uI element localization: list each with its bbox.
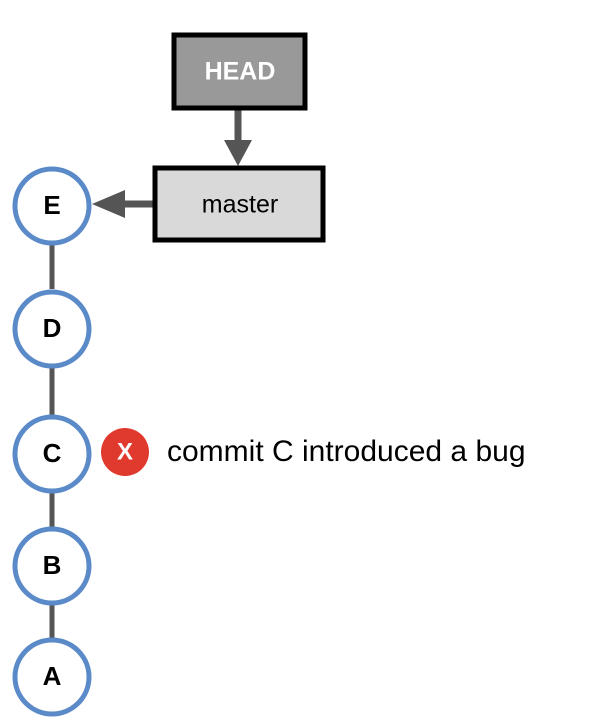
commit-node-e[interactable]: E [12, 166, 92, 246]
head-label: HEAD [205, 58, 276, 86]
head-box [171, 32, 308, 111]
commit-node-a[interactable]: A [12, 637, 92, 717]
x-icon: X [117, 438, 133, 465]
commit-circle [12, 166, 92, 246]
commit-circle [12, 637, 92, 717]
master-to-commit-arrowhead [92, 190, 125, 218]
head-to-master-arrowhead [224, 140, 252, 166]
branch-label: master [202, 191, 278, 219]
head-ref: HEAD [171, 32, 308, 111]
commit-node-d[interactable]: D [12, 289, 92, 369]
commit-label: B [43, 550, 62, 580]
commit-label: A [43, 661, 62, 691]
commit-label: C [43, 438, 62, 468]
bug-annotation: commit C introduced a bug [167, 435, 526, 468]
bug-marker: X [101, 428, 149, 476]
branch-ref: master [152, 165, 326, 243]
commit-circle [12, 289, 92, 369]
commit-node-b[interactable]: B [12, 526, 92, 606]
commit-circle [12, 526, 92, 606]
bug-marker-circle [101, 428, 149, 476]
branch-box [152, 165, 326, 243]
commit-label: D [43, 313, 62, 343]
commit-label: E [43, 190, 60, 220]
commit-node-c[interactable]: C [12, 414, 92, 494]
commit-circle [12, 414, 92, 494]
